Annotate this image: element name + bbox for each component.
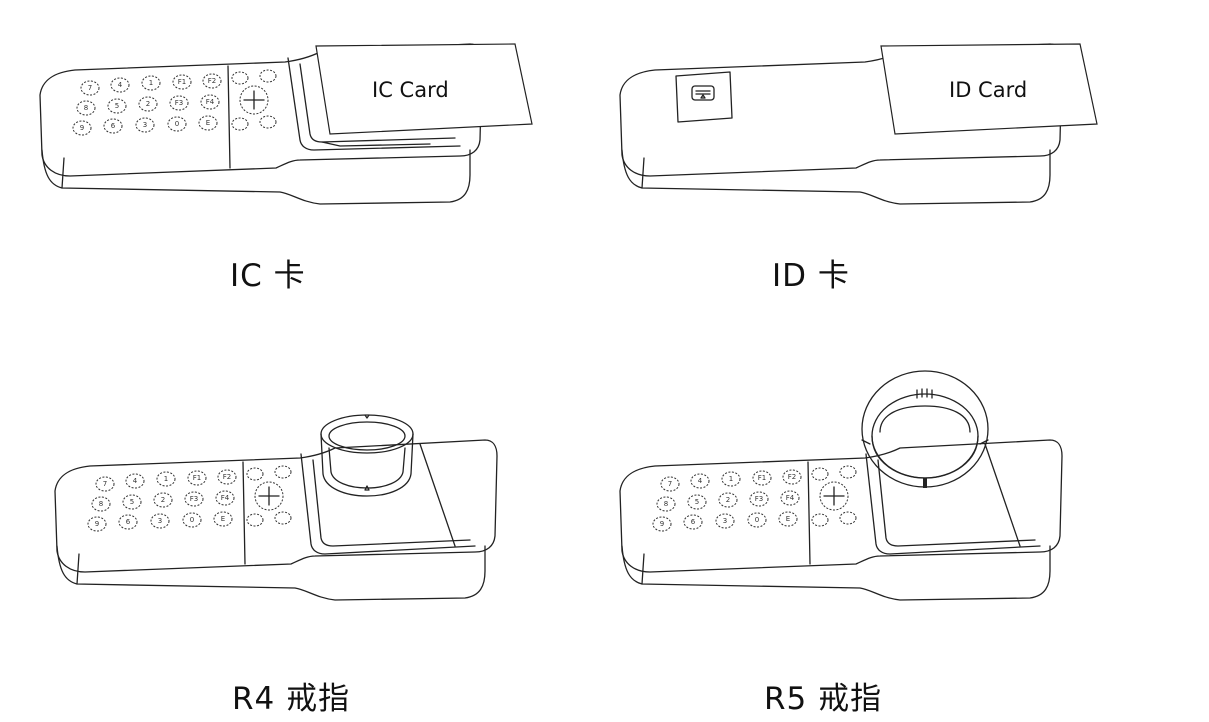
panel-ic-card: IC Card bbox=[39, 43, 533, 205]
id-card-label: ID Card bbox=[949, 78, 1027, 102]
ic-card-label: IC Card bbox=[372, 78, 449, 102]
caption-r4-ring: R4 戒指 bbox=[232, 681, 351, 717]
caption-ic-card: IC 卡 bbox=[230, 258, 306, 294]
ic-card-shape bbox=[315, 43, 533, 135]
r5-ring bbox=[861, 370, 989, 488]
id-card-shape bbox=[880, 43, 1098, 135]
reader-device-r5 bbox=[619, 439, 1063, 601]
caption-r5-ring: R5 戒指 bbox=[764, 681, 883, 717]
panel-id-card: ID Card bbox=[619, 43, 1098, 205]
panel-r4-ring bbox=[54, 414, 498, 601]
panel-r5-ring bbox=[619, 370, 1063, 601]
reader-device-r4 bbox=[54, 439, 498, 601]
r4-ring bbox=[320, 414, 414, 497]
caption-id-card: ID 卡 bbox=[772, 258, 850, 294]
